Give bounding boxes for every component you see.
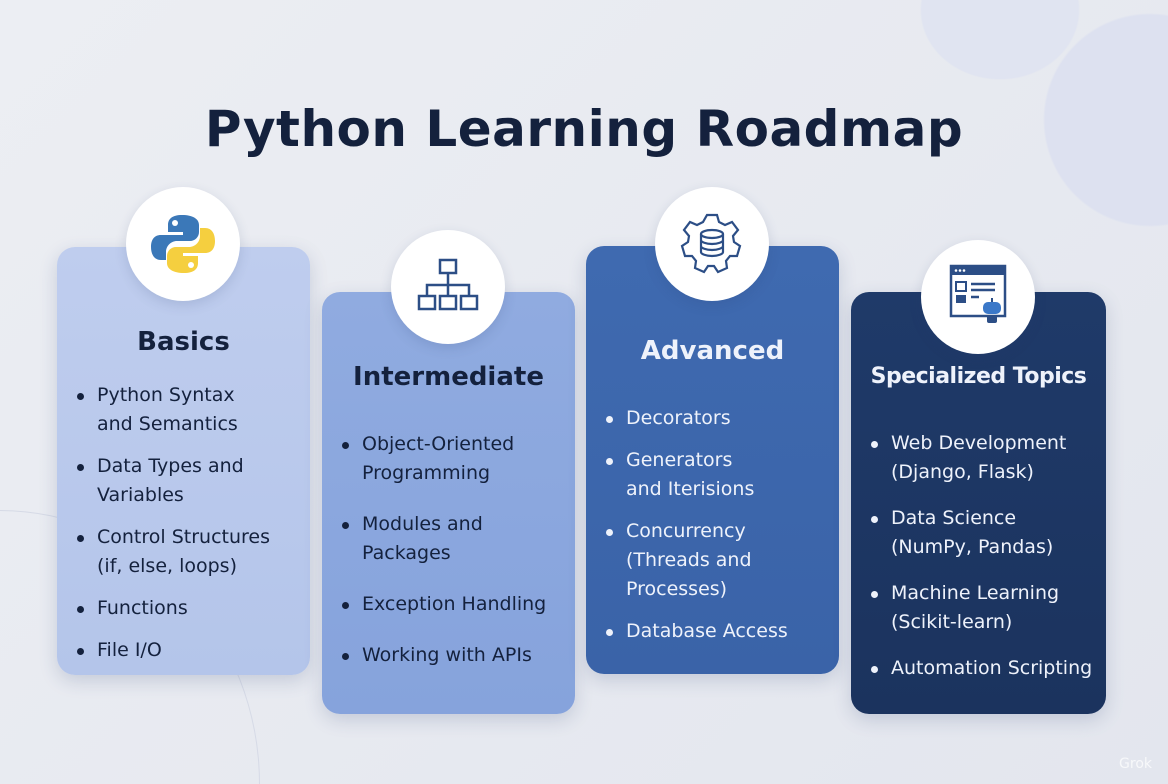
- list-item: Concurrency (Threads and Processes): [604, 517, 774, 604]
- card-basics: Basics Python Syntax and Semantics Data …: [57, 247, 310, 675]
- page-title: Python Learning Roadmap: [204, 100, 964, 158]
- card-specialized: Specialized Topics Web Development (Djan…: [851, 292, 1106, 714]
- python-logo-icon: [151, 215, 215, 273]
- database-gear-icon: [680, 213, 742, 274]
- list-item: Modules and Packages: [340, 510, 510, 568]
- list-item: Data Science (NumPy, Pandas): [869, 504, 1102, 562]
- watermark: Grok: [1119, 756, 1152, 772]
- card-heading: Basics: [137, 327, 230, 357]
- icon-circle: [126, 187, 240, 301]
- list-item: Database Access: [604, 617, 833, 646]
- icon-circle: [391, 230, 505, 344]
- card-heading: Specialized Topics: [870, 364, 1087, 389]
- list-item: Python Syntax and Semantics: [75, 381, 245, 439]
- web-robot-icon: [949, 264, 1007, 323]
- list-item: Working with APIs: [340, 641, 569, 670]
- icon-circle: [921, 240, 1035, 354]
- card-heading: Intermediate: [353, 362, 544, 392]
- list-item: Machine Learning (Scikit-learn): [869, 579, 1102, 637]
- list-item: Data Types and Variables: [75, 452, 245, 510]
- hierarchy-icon: [417, 258, 479, 311]
- list-item: Automation Scripting: [869, 654, 1102, 683]
- icon-circle: [655, 187, 769, 301]
- list-item: Control Structures (if, else, loops): [75, 523, 285, 581]
- list-item: File I/O: [75, 636, 304, 665]
- list-item: Exception Handling: [340, 590, 569, 619]
- list-item: Functions: [75, 594, 304, 623]
- list-item: Generators and Iterisions: [604, 446, 774, 504]
- card-advanced: Advanced Decorators Generators and Iteri…: [586, 246, 839, 674]
- list-item: Web Development (Django, Flask): [869, 429, 1102, 487]
- card-heading: Advanced: [640, 336, 785, 366]
- list-item: Object-Oriented Programming: [340, 430, 569, 488]
- list-item: Decorators: [604, 404, 833, 433]
- card-intermediate: Intermediate Object-Oriented Programming…: [322, 292, 575, 714]
